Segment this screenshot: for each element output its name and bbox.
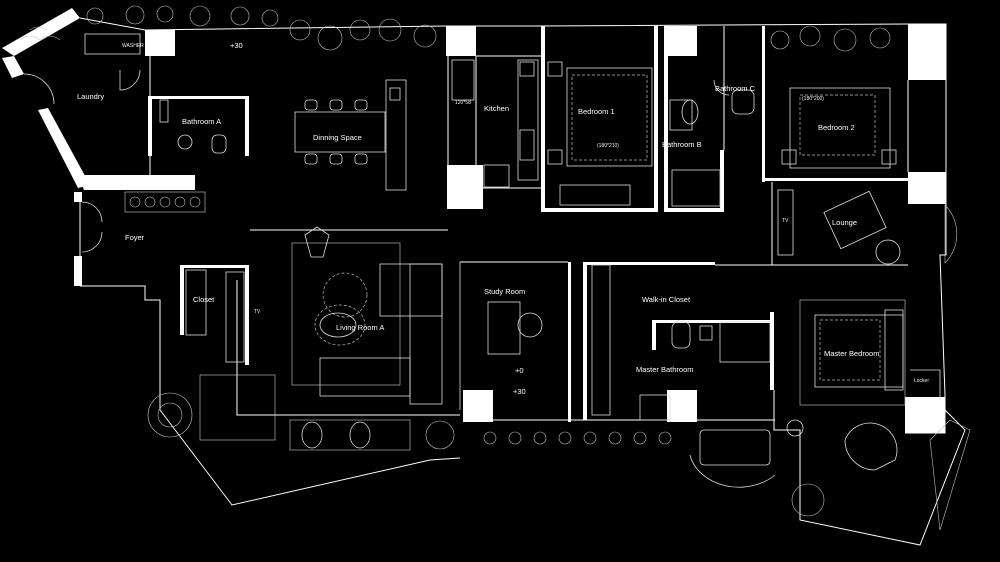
label-walkin-closet: Walk-in Closet bbox=[642, 295, 691, 304]
label-master-bathroom: Master Bathroom bbox=[636, 365, 694, 374]
washer-label: WASHER bbox=[122, 43, 144, 49]
furniture bbox=[23, 33, 941, 488]
label-bathroom-b: Bathroom B bbox=[662, 140, 702, 149]
level-study-zero: +0 bbox=[515, 366, 524, 375]
label-bedroom-2: Bedroom 2 bbox=[818, 123, 855, 132]
label-living-room: Living Room A bbox=[336, 323, 384, 332]
room-labels: Laundry Bathroom A Dinning Space Kitchen… bbox=[77, 84, 879, 374]
label-bedroom-1: Bedroom 1 bbox=[578, 107, 615, 116]
dining-chairs bbox=[304, 99, 368, 165]
label-laundry: Laundry bbox=[77, 92, 104, 101]
garden-top bbox=[19, 5, 891, 52]
label-master-bedroom: Master Bedroom bbox=[824, 349, 879, 358]
tv-lounge: TV bbox=[782, 218, 789, 224]
level-top: +30 bbox=[230, 41, 243, 50]
label-dining: Dinning Space bbox=[313, 133, 362, 142]
label-bathroom-a: Bathroom A bbox=[182, 117, 221, 126]
label-closet: Closet bbox=[193, 295, 215, 304]
walls bbox=[2, 8, 946, 433]
fridge-size: 120*58 bbox=[455, 100, 471, 106]
foyer-rug bbox=[124, 191, 206, 213]
label-foyer: Foyer bbox=[125, 233, 145, 242]
bed2-size: (180*200) bbox=[802, 96, 824, 102]
tv-closet: TV bbox=[254, 309, 261, 315]
bed1-size: (180*210) bbox=[597, 143, 619, 149]
garden-bottom bbox=[147, 204, 971, 531]
outline bbox=[79, 17, 966, 546]
locker-label: Locker bbox=[914, 378, 929, 384]
label-lounge: Lounge bbox=[832, 218, 857, 227]
annotations: +30 +0 +30 WASHER (180*210) (180*200) 12… bbox=[122, 41, 929, 396]
level-study: +30 bbox=[513, 387, 526, 396]
label-study: Study Room bbox=[484, 287, 525, 296]
label-bathroom-c: Bathroom C bbox=[715, 84, 756, 93]
label-kitchen: Kitchen bbox=[484, 104, 509, 113]
